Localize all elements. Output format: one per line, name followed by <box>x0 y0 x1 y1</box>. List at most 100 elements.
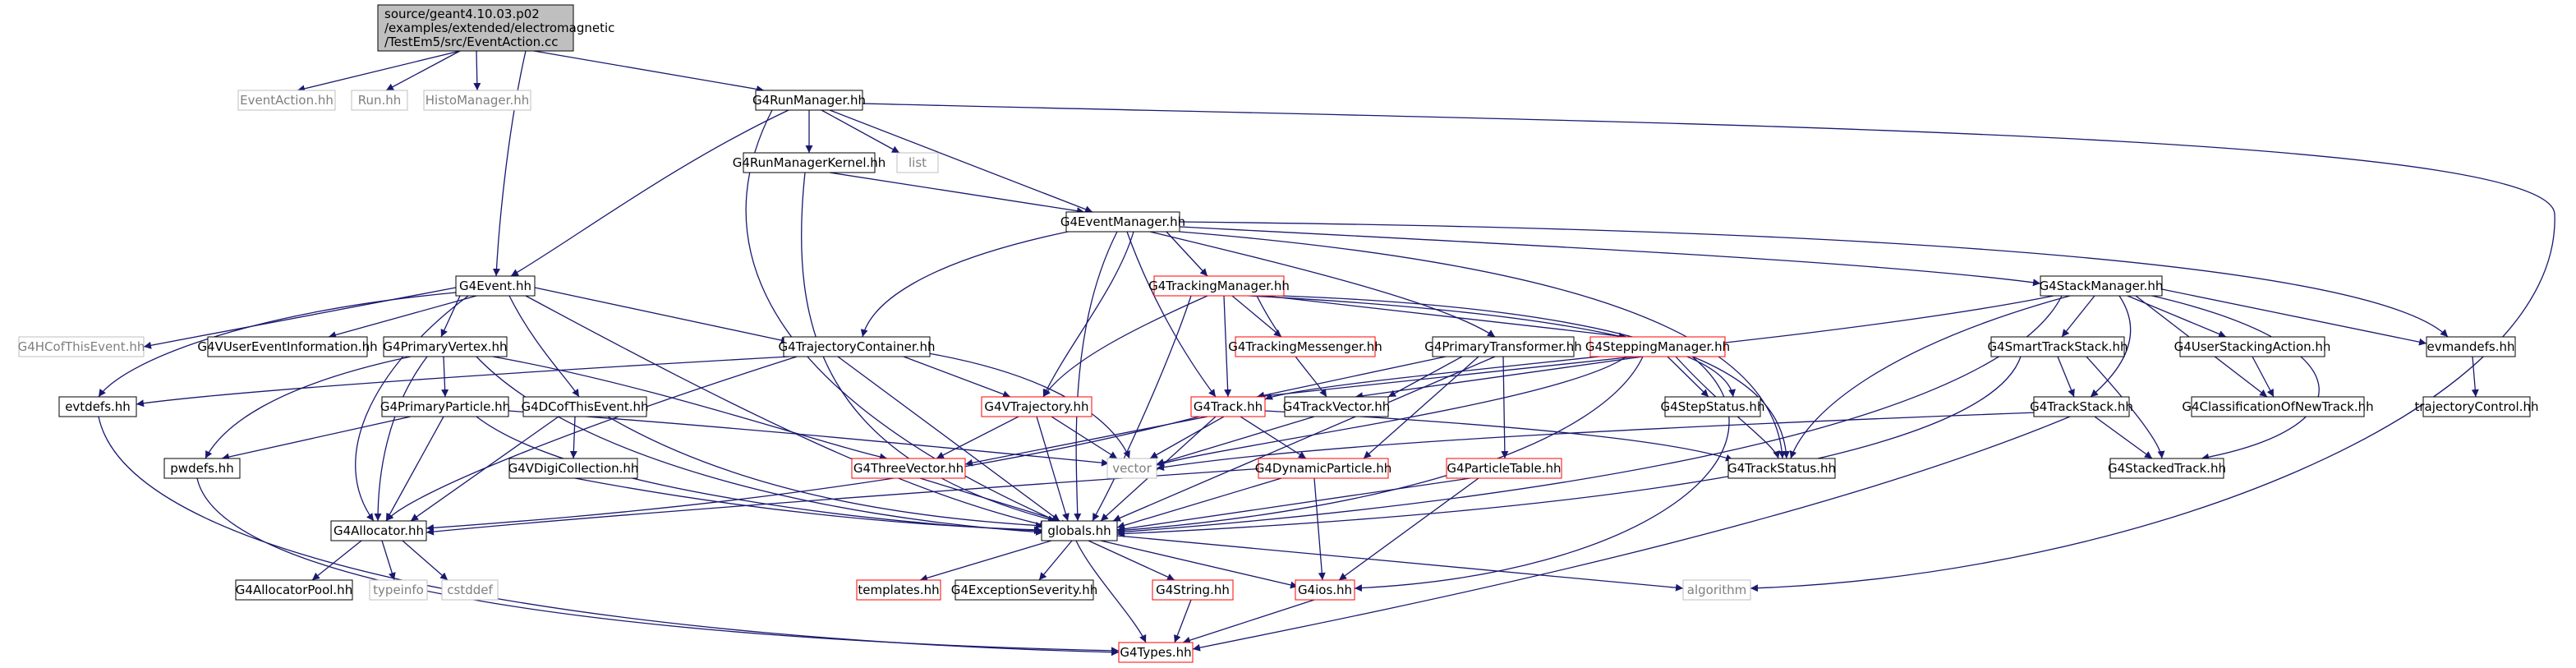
node-g4classificationofnewtrack[interactable]: G4ClassificationOfNewTrack.hh <box>2182 396 2374 417</box>
edge-tr-to-dynamicparticle <box>1240 416 1307 459</box>
node-g4trackingmanager[interactable]: G4TrackingManager.hh <box>1148 275 1290 297</box>
edge-tr-to-allocator <box>426 416 1200 532</box>
edge-threevector-to-globals <box>919 477 1060 523</box>
node-g4trackvector-label: G4TrackVector.hh <box>1283 399 1391 414</box>
edge-ev-to-vusereventinfo <box>328 295 477 339</box>
node-g4primarytransformer[interactable]: G4PrimaryTransformer.hh <box>1424 336 1582 357</box>
node-g4runmanagerkernel[interactable]: G4RunManagerKernel.hh <box>733 152 886 173</box>
node-g4stepstatus[interactable]: G4StepStatus.hh <box>1661 396 1765 417</box>
node-g4dynamicparticle-label: G4DynamicParticle.hh <box>1255 461 1392 476</box>
node-g4string-label: G4String.hh <box>1156 583 1230 597</box>
node-g4trackstack-label: G4TrackStack.hh <box>2030 399 2133 414</box>
node-pwdefs-label: pwdefs.hh <box>170 461 233 476</box>
edge-root-to-g4event <box>492 50 527 277</box>
node-typeinfo[interactable]: typeinfo <box>369 579 428 601</box>
node-g4string[interactable]: G4String.hh <box>1152 579 1234 601</box>
node-g4event-label: G4Event.hh <box>459 279 531 293</box>
node-g4primaryvertex[interactable]: G4PrimaryVertex.hh <box>383 336 508 357</box>
node-g4allocator[interactable]: G4Allocator.hh <box>330 520 427 541</box>
node-g4trajectorycontainer-label: G4TrajectoryContainer.hh <box>779 339 936 354</box>
node-g4exceptionseverity[interactable]: G4ExceptionSeverity.hh <box>951 579 1098 601</box>
edge-stm-to-smarttrackstack <box>2061 295 2095 338</box>
node-templates[interactable]: templates.hh <box>856 579 941 601</box>
node-g4trackstatus-label: G4TrackStatus.hh <box>1727 461 1836 476</box>
node-algorithm[interactable]: algorithm <box>1682 579 1751 601</box>
edge-ev-to-dcofthisevent <box>508 295 580 398</box>
root-label-line2: /examples/extended/electromagnetic <box>384 21 614 35</box>
node-g4dcofthisevent-label: G4DCofThisEvent.hh <box>521 399 648 414</box>
edge-tm-to-steppingmanager <box>1264 295 1627 340</box>
node-g4ios-label: G4ios.hh <box>1298 583 1352 597</box>
node-g4userstackingaction[interactable]: G4UserStackingAction.hh <box>2174 336 2331 357</box>
node-g4particletable[interactable]: G4ParticleTable.hh <box>1446 458 1562 479</box>
node-g4eventmanager[interactable]: G4EventManager.hh <box>1060 211 1185 233</box>
node-g4event[interactable]: G4Event.hh <box>455 275 536 297</box>
edge-globals-to-templates <box>919 540 1052 582</box>
edge-sm-to-trackvector <box>1355 356 1644 400</box>
edge-globals-to-exceptionseverity <box>1038 540 1073 581</box>
node-cstddef[interactable]: cstddef <box>441 579 499 601</box>
node-run-hh[interactable]: Run.hh <box>351 90 408 111</box>
node-g4vtrajectory[interactable]: G4VTrajectory.hh <box>981 396 1092 417</box>
root-label-line3: /TestEm5/src/EventAction.cc <box>384 35 558 49</box>
node-list[interactable]: list <box>896 152 939 173</box>
edge-ev-to-hcofthisevent <box>143 287 457 349</box>
node-g4hcofthisevent[interactable]: G4HCofThisEvent.hh <box>18 336 145 357</box>
node-g4threevector-label: G4ThreeVector.hh <box>853 461 964 476</box>
edge-ev-to-globals <box>525 295 1048 528</box>
edge-ptr-to-g4track <box>1256 356 1447 399</box>
node-g4stackmanager-label: G4StackManager.hh <box>2040 279 2164 293</box>
node-g4dcofthisevent[interactable]: G4DCofThisEvent.hh <box>521 396 649 417</box>
node-evmandefs[interactable]: evmandefs.hh <box>2426 336 2516 357</box>
node-globals[interactable]: globals.hh <box>1041 520 1118 541</box>
node-g4stackedtrack-label: G4StackedTrack.hh <box>2108 461 2226 476</box>
node-g4trackingmessenger[interactable]: G4TrackingMessenger.hh <box>1228 336 1382 357</box>
node-trajectorycontrol[interactable]: trajectoryControl.hh <box>2415 396 2539 417</box>
node-g4vusereventinformation[interactable]: G4VUserEventInformation.hh <box>197 336 378 357</box>
node-g4threevector[interactable]: G4ThreeVector.hh <box>851 458 966 479</box>
node-evtdefs[interactable]: evtdefs.hh <box>58 396 137 417</box>
edge-alloc-to-allocatorpool <box>311 540 362 581</box>
node-g4trackvector[interactable]: G4TrackVector.hh <box>1283 396 1391 417</box>
node-g4primaryparticle[interactable]: G4PrimaryParticle.hh <box>380 396 510 417</box>
node-eventaction-hh[interactable]: EventAction.hh <box>237 90 336 111</box>
node-g4track-label: G4Track.hh <box>1194 399 1263 414</box>
node-vector[interactable]: vector <box>1106 458 1157 479</box>
node-g4vdigicollection[interactable]: G4VDigiCollection.hh <box>508 458 639 479</box>
edge-vt-to-globals <box>1036 416 1070 522</box>
node-vector-label: vector <box>1112 461 1152 476</box>
node-g4types[interactable]: G4Types.hh <box>1118 642 1194 663</box>
node-g4runmanager-label: G4RunManager.hh <box>752 93 866 108</box>
node-g4track[interactable]: G4Track.hh <box>1190 396 1266 417</box>
node-g4smarttrackstack[interactable]: G4SmartTrackStack.hh <box>1987 336 2128 357</box>
node-g4stackedtrack[interactable]: G4StackedTrack.hh <box>2108 458 2226 479</box>
node-g4runmanager[interactable]: G4RunManager.hh <box>752 90 866 111</box>
node-run-hh-label: Run.hh <box>358 93 402 108</box>
node-pwdefs[interactable]: pwdefs.hh <box>163 458 241 479</box>
node-g4trackstatus[interactable]: G4TrackStatus.hh <box>1727 458 1836 479</box>
root-node-eventaction-cc[interactable]: source/geant4.10.03.p02 /examples/extend… <box>377 4 614 52</box>
edge-globals-to-g4ios <box>1100 540 1299 589</box>
node-globals-label: globals.hh <box>1047 523 1111 538</box>
node-g4vtrajectory-label: G4VTrajectory.hh <box>984 399 1088 414</box>
node-g4classificationofnewtrack-label: G4ClassificationOfNewTrack.hh <box>2182 399 2373 414</box>
node-evtdefs-label: evtdefs.hh <box>65 399 131 414</box>
node-g4dynamicparticle[interactable]: G4DynamicParticle.hh <box>1255 458 1392 479</box>
edge-ts-to-stackedtrack <box>2094 416 2153 459</box>
node-histomanager-hh[interactable]: HistoManager.hh <box>423 90 531 111</box>
node-g4stackmanager[interactable]: G4StackManager.hh <box>2040 275 2164 297</box>
node-g4ios[interactable]: G4ios.hh <box>1295 579 1355 601</box>
node-g4trackingmessenger-label: G4TrackingMessenger.hh <box>1228 339 1382 354</box>
node-g4types-label: G4Types.hh <box>1120 645 1191 660</box>
node-g4allocatorpool[interactable]: G4AllocatorPool.hh <box>235 579 353 601</box>
edge-sts-to-trackstack <box>2057 356 2075 398</box>
node-g4trajectorycontainer[interactable]: G4TrajectoryContainer.hh <box>779 336 936 357</box>
edge-pt-to-g4ios <box>1338 477 1479 581</box>
edge-tr-to-trackstatus <box>1264 410 1734 462</box>
node-templates-label: templates.hh <box>858 583 939 597</box>
node-g4steppingmanager[interactable]: G4SteppingManager.hh <box>1585 336 1730 357</box>
edge-globals-to-string <box>1088 540 1175 581</box>
node-g4trackstack[interactable]: G4TrackStack.hh <box>2030 396 2133 417</box>
edge-tm-to-stepstatus <box>1248 295 1736 398</box>
edge-vt-to-threevector <box>936 416 1019 459</box>
